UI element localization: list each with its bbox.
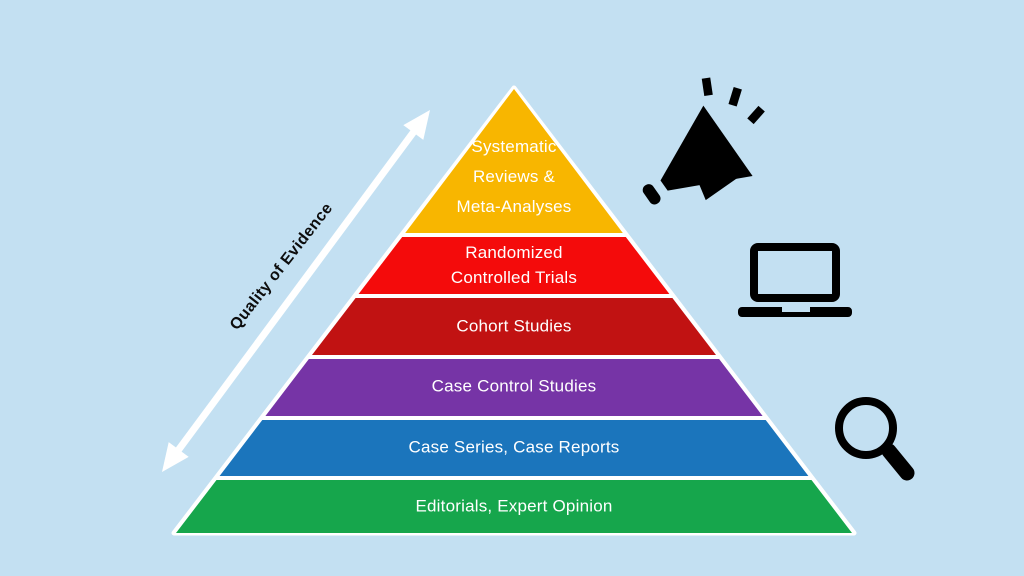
pyramid-level-1 bbox=[405, 89, 623, 233]
laptop-icon bbox=[738, 243, 852, 317]
laptop-base bbox=[738, 307, 852, 317]
sound-line-1 bbox=[701, 77, 713, 97]
megaphone-handle bbox=[694, 164, 741, 201]
magnifier-handle bbox=[881, 443, 915, 481]
level-1-label: Systematic Reviews & Meta-Analyses bbox=[456, 137, 572, 216]
pyramid-level-3 bbox=[312, 298, 716, 355]
arrow-head-up bbox=[403, 110, 430, 140]
magnifying-glass-icon bbox=[835, 397, 915, 481]
sound-line-2 bbox=[728, 86, 742, 107]
level-3-label: Cohort Studies bbox=[456, 316, 572, 336]
laptop-screen bbox=[750, 243, 840, 302]
level-5-label: Case Series, Case Reports bbox=[408, 437, 620, 457]
pyramid-level-4 bbox=[265, 359, 763, 416]
megaphone-mouthpiece bbox=[642, 184, 661, 205]
sound-line-3 bbox=[747, 105, 765, 125]
pyramid-level-6 bbox=[176, 480, 852, 533]
megaphone-icon bbox=[642, 77, 765, 205]
arrow-shaft bbox=[171, 123, 421, 459]
pyramid bbox=[171, 85, 857, 536]
arrow-head-down bbox=[162, 442, 189, 472]
magnifier-lens bbox=[835, 397, 897, 459]
level-6-label: Editorials, Expert Opinion bbox=[415, 496, 613, 516]
level-2-label: Randomized Controlled Trials bbox=[450, 243, 578, 287]
pyramid-level-2 bbox=[358, 237, 670, 294]
quality-of-evidence-arrow bbox=[162, 110, 430, 472]
pyramid-level-5 bbox=[219, 420, 809, 476]
level-4-label: Case Control Studies bbox=[431, 376, 597, 396]
